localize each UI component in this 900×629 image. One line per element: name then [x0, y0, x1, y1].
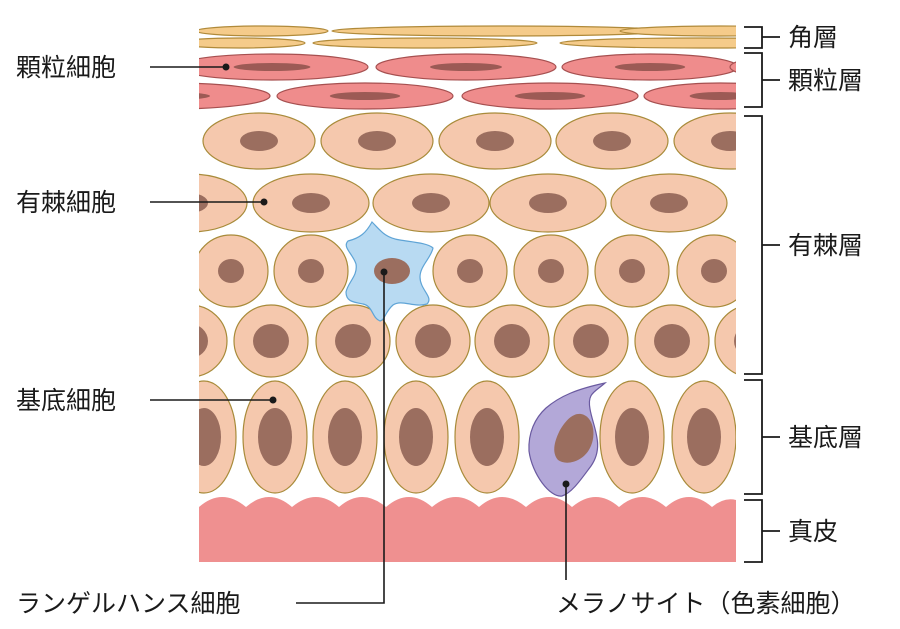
spinous-cell	[199, 305, 228, 377]
stratum-corneum	[199, 25, 736, 49]
corneum-cell	[331, 25, 669, 37]
spinous-nucleus	[218, 259, 244, 283]
stratum-basale	[199, 380, 736, 494]
spinous-nucleus	[240, 131, 278, 151]
spinous-nucleus	[538, 259, 564, 283]
basal-nucleus	[199, 408, 221, 466]
spinous-nucleus	[593, 131, 631, 151]
spinous-nucleus	[573, 324, 609, 358]
spinous-nucleus	[711, 131, 736, 151]
stratum-basale-label: 基底層	[788, 423, 863, 452]
basal-cell-dot	[269, 396, 277, 404]
spinous-cell-label: 有棘細胞	[16, 188, 116, 217]
spinous-nucleus	[199, 326, 208, 356]
granular-cell-label: 顆粒細胞	[16, 53, 116, 82]
spinous-nucleus	[253, 324, 289, 358]
melanocyte-dot	[562, 480, 570, 488]
spinous-nucleus	[292, 193, 330, 213]
spinous-nucleus	[529, 193, 567, 213]
granular-nucleus	[430, 63, 502, 71]
granular-cell-dot	[222, 63, 230, 71]
basal-nucleus	[328, 408, 362, 466]
granular-nucleus	[233, 63, 311, 71]
corneum-cell	[199, 37, 306, 49]
layer-brackets	[744, 26, 780, 563]
spinous-cell	[673, 112, 736, 170]
spinous-nucleus	[619, 259, 645, 283]
corneum-cell	[199, 25, 329, 37]
langerhans-cell-label: ランゲルハンス細胞	[16, 589, 241, 618]
granular-nucleus	[199, 93, 210, 99]
stratum-spinosum-label: 有棘層	[788, 231, 863, 260]
spinous-nucleus	[298, 259, 324, 283]
basal-cell-label: 基底細胞	[16, 386, 116, 415]
melanocyte-label: メラノサイト（色素細胞）	[556, 589, 856, 618]
spinous-nucleus	[358, 131, 396, 151]
granular-nucleus	[514, 92, 586, 100]
corneum-cell	[559, 37, 736, 49]
stratum-granulosum	[199, 53, 736, 110]
spinous-nucleus	[412, 193, 450, 213]
stratum-corneum-label: 角層	[788, 23, 838, 52]
langerhans-cell-leader	[296, 272, 385, 604]
spinous-nucleus	[654, 324, 690, 358]
spinous-nucleus	[476, 131, 514, 151]
spinous-cell-dot	[260, 198, 268, 206]
corneum-cell	[619, 25, 736, 37]
basale-bracket	[744, 379, 763, 495]
spinous-nucleus	[415, 324, 451, 358]
spinous-nucleus	[650, 193, 688, 213]
basal-nucleus	[615, 408, 649, 466]
spinous-nucleus	[457, 259, 483, 283]
granular-cell	[729, 61, 736, 73]
spinous-nucleus	[734, 333, 736, 349]
langerhans-cell	[345, 221, 434, 322]
granular-nucleus	[614, 63, 686, 71]
spinosum-bracket	[744, 115, 763, 375]
spinous-cell	[714, 307, 736, 375]
dermis	[199, 497, 736, 562]
granular-nucleus	[689, 92, 736, 100]
melanocyte-nucleus	[554, 413, 594, 463]
granulosum-bracket	[744, 52, 763, 108]
stratum-spinosum	[199, 112, 736, 378]
corneum-cell	[312, 37, 538, 49]
basal-nucleus	[258, 408, 292, 466]
dermis-label: 真皮	[788, 517, 838, 546]
langerhans-cell-dot	[380, 268, 388, 276]
spinous-nucleus	[701, 259, 727, 283]
melanocyte	[528, 381, 608, 497]
basal-nucleus	[399, 408, 433, 466]
granular-cell	[199, 82, 271, 110]
leader-dots	[222, 63, 570, 488]
spinous-nucleus	[199, 194, 208, 212]
langerhans-nucleus	[374, 258, 410, 284]
basal-nucleus	[687, 408, 721, 466]
spinous-cell	[199, 173, 248, 233]
dermis-bracket	[744, 499, 763, 563]
spinous-nucleus	[494, 324, 530, 358]
granular-nucleus	[329, 92, 401, 100]
leader-lines	[150, 66, 567, 604]
basal-nucleus	[470, 408, 504, 466]
spinous-nucleus	[335, 324, 371, 358]
corneum-bracket	[744, 26, 763, 49]
stratum-granulosum-label: 顆粒層	[788, 66, 863, 95]
